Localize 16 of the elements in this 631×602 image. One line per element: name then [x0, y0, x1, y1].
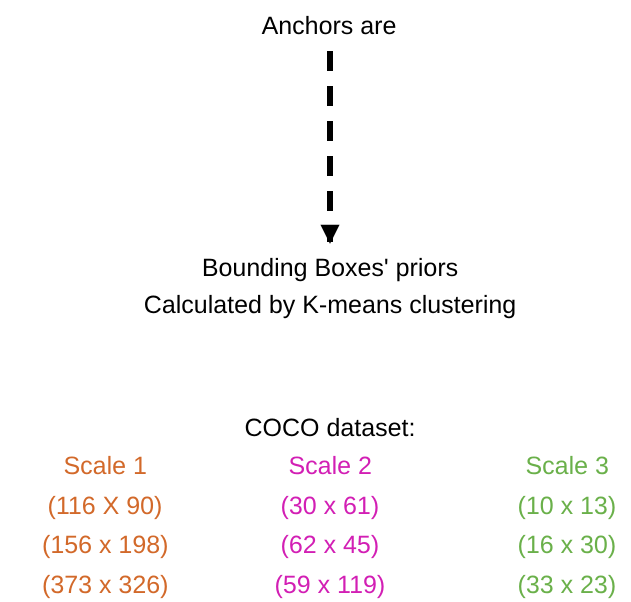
- dataset-heading: COCO dataset:: [244, 413, 416, 443]
- anchor-size: (16 x 30): [518, 530, 616, 560]
- scale-heading: Scale 1: [64, 451, 147, 481]
- anchor-size: (116 X 90): [48, 490, 162, 520]
- anchor-size: (30 x 61): [280, 490, 380, 520]
- node-text: Anchors are: [260, 11, 398, 42]
- anchor-size: (156 x 198): [42, 530, 168, 560]
- anchor-size: (373 x 326): [42, 570, 168, 600]
- anchor-size: (33 x 23): [518, 570, 616, 600]
- anchor-size: (10 x 13): [518, 490, 616, 520]
- arrow: [320, 51, 340, 244]
- scale-heading: Scale 2: [288, 451, 372, 481]
- anchor-size: (59 x 119): [274, 570, 386, 600]
- scale-heading: Scale 3: [526, 451, 609, 481]
- node-text: Bounding Boxes' priors Calculated by K-means clustering: [142, 253, 518, 321]
- anchor-size: (62 x 45): [280, 530, 380, 560]
